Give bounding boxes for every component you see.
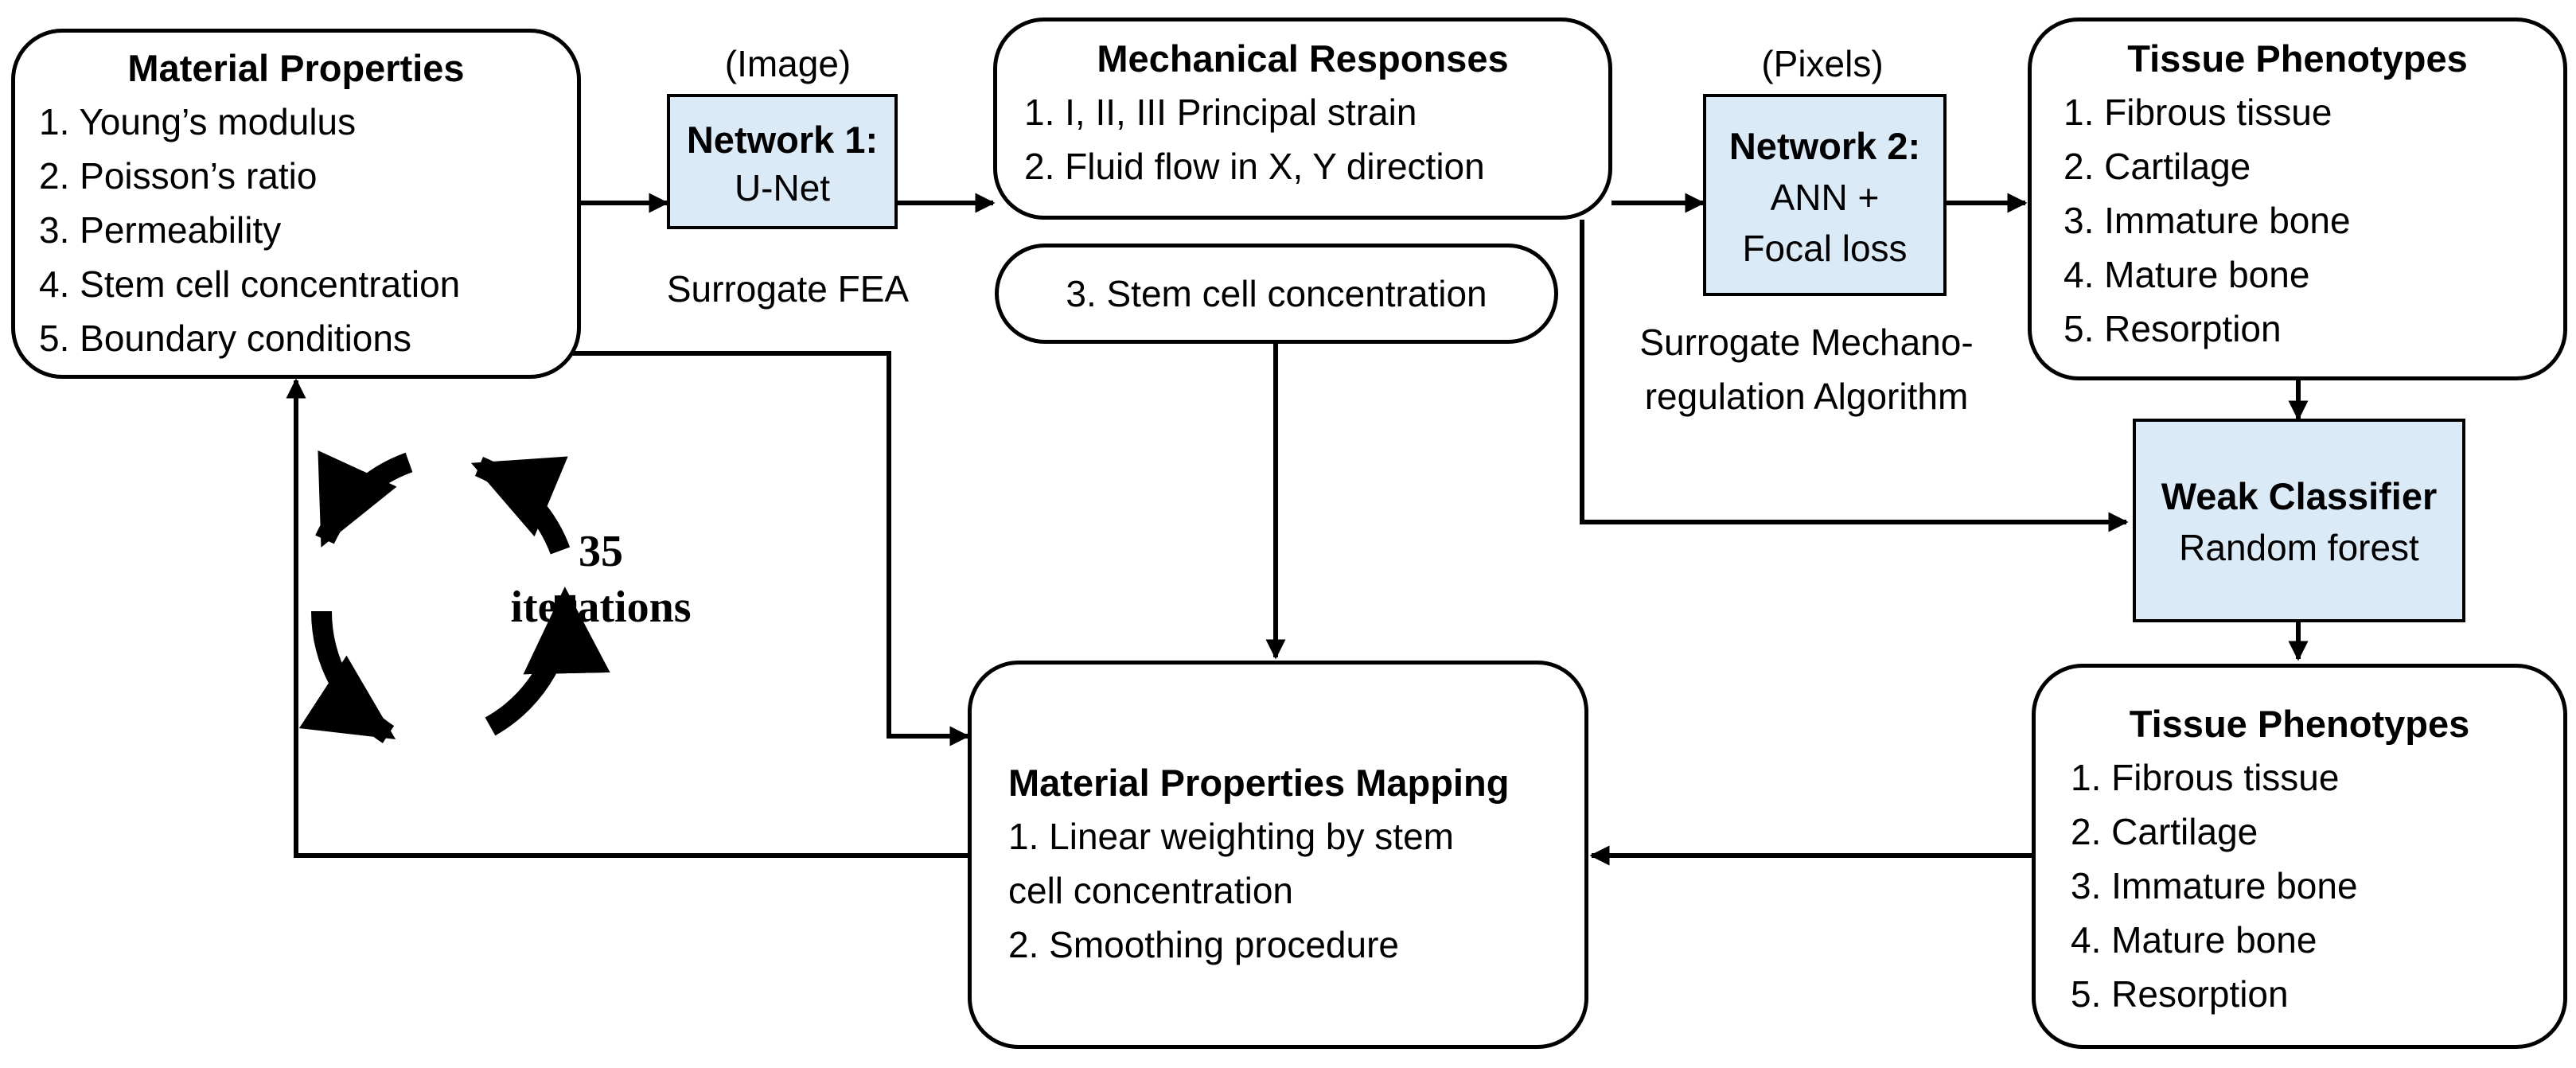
list-item: 2. Smoothing procedure (1008, 924, 1399, 965)
list-item: 5. Resorption (2064, 308, 2282, 349)
list-item: 1. Young’s modulus (39, 101, 357, 142)
list-item: 1. Fibrous tissue (2071, 757, 2340, 798)
arrow-mapping-to-materials (286, 378, 968, 858)
list-item: 3. Immature bone (2071, 865, 2358, 906)
list-item: cell concentration (1008, 870, 1293, 911)
tissue-phenotypes-bottom-title: Tissue Phenotypes (2129, 703, 2470, 745)
network2-line2: Focal loss (1742, 228, 1908, 269)
material-mapping-box: Material Properties Mapping 1. Linear we… (968, 661, 1588, 1049)
stem-cell-label: 3. Stem cell concentration (1066, 273, 1487, 314)
network1-box: Network 1: U-Net (667, 94, 898, 229)
iterations-word: iterations (510, 583, 692, 632)
list-item: 1. I, II, III Principal strain (1024, 92, 1417, 133)
arrow-materials-to-mapping (573, 351, 970, 746)
list-item: 4. Mature bone (2071, 919, 2317, 961)
network2-caption-line1: Surrogate Mechano- (1639, 322, 1974, 363)
mechanical-responses-title: Mechanical Responses (1097, 37, 1509, 80)
list-item: 2. Poisson’s ratio (39, 155, 318, 197)
tissue-phenotypes-top-box: Tissue Phenotypes 1. Fibrous tissue 2. C… (2028, 18, 2567, 380)
network1-input-label: (Image) (724, 43, 852, 84)
list-item: 3. Immature bone (2064, 200, 2351, 241)
cycle-icon (298, 450, 610, 743)
weak-classifier-title: Weak Classifier (2161, 475, 2438, 517)
network2-title: Network 2: (1728, 125, 1921, 167)
list-item: 2. Cartilage (2071, 811, 2258, 852)
weak-classifier-subtitle: Random forest (2179, 527, 2419, 568)
stem-cell-box: 3. Stem cell concentration (995, 244, 1558, 344)
network2-caption-line2: regulation Algorithm (1644, 376, 1969, 417)
list-item: 2. Cartilage (2064, 146, 2251, 187)
tissue-phenotypes-top-list: 1. Fibrous tissue 2. Cartilage 3. Immatu… (2064, 85, 2563, 356)
iterations-label: 35 iterations (477, 524, 724, 635)
list-item: 3. Permeability (39, 209, 282, 251)
material-properties-list: 1. Young’s modulus 2. Poisson’s ratio 3.… (39, 95, 577, 365)
material-mapping-title: Material Properties Mapping (1008, 762, 1510, 804)
network2-line1: ANN + (1770, 177, 1880, 218)
list-item: 5. Boundary conditions (39, 318, 411, 359)
tissue-phenotypes-bottom-list: 1. Fibrous tissue 2. Cartilage 3. Immatu… (2071, 750, 2563, 1021)
network1-caption: Surrogate FEA (666, 268, 910, 310)
material-properties-box: Material Properties 1. Young’s modulus 2… (11, 29, 581, 379)
material-properties-title: Material Properties (127, 47, 465, 89)
network2-box: Network 2: ANN + Focal loss (1703, 94, 1947, 296)
network2-input-label: (Pixels) (1761, 43, 1884, 84)
list-item: 1. Linear weighting by stem (1008, 816, 1454, 857)
material-mapping-list: 1. Linear weighting by stem cell concent… (1008, 809, 1584, 972)
tissue-phenotypes-bottom-box: Tissue Phenotypes 1. Fibrous tissue 2. C… (2032, 664, 2567, 1049)
mechanical-responses-box: Mechanical Responses 1. I, II, III Princ… (993, 18, 1612, 220)
network1-subtitle: U-Net (734, 167, 831, 209)
weak-classifier-box: Weak Classifier Random forest (2133, 419, 2465, 622)
list-item: 4. Mature bone (2064, 254, 2310, 295)
list-item: 1. Fibrous tissue (2064, 92, 2332, 133)
tissue-phenotypes-top-title: Tissue Phenotypes (2127, 37, 2468, 80)
list-item: 4. Stem cell concentration (39, 263, 461, 305)
list-item: 5. Resorption (2071, 973, 2289, 1015)
network1-title: Network 1: (686, 119, 879, 161)
iterations-count: 35 (579, 527, 623, 576)
arrow-mechanical-to-classifier (1580, 220, 2129, 532)
list-item: 2. Fluid flow in X, Y direction (1024, 146, 1485, 187)
network2-caption: Surrogate Mechano- regulation Algorithm (1600, 315, 2013, 423)
mechanical-responses-list: 1. I, II, III Principal strain 2. Fluid … (1024, 85, 1608, 193)
